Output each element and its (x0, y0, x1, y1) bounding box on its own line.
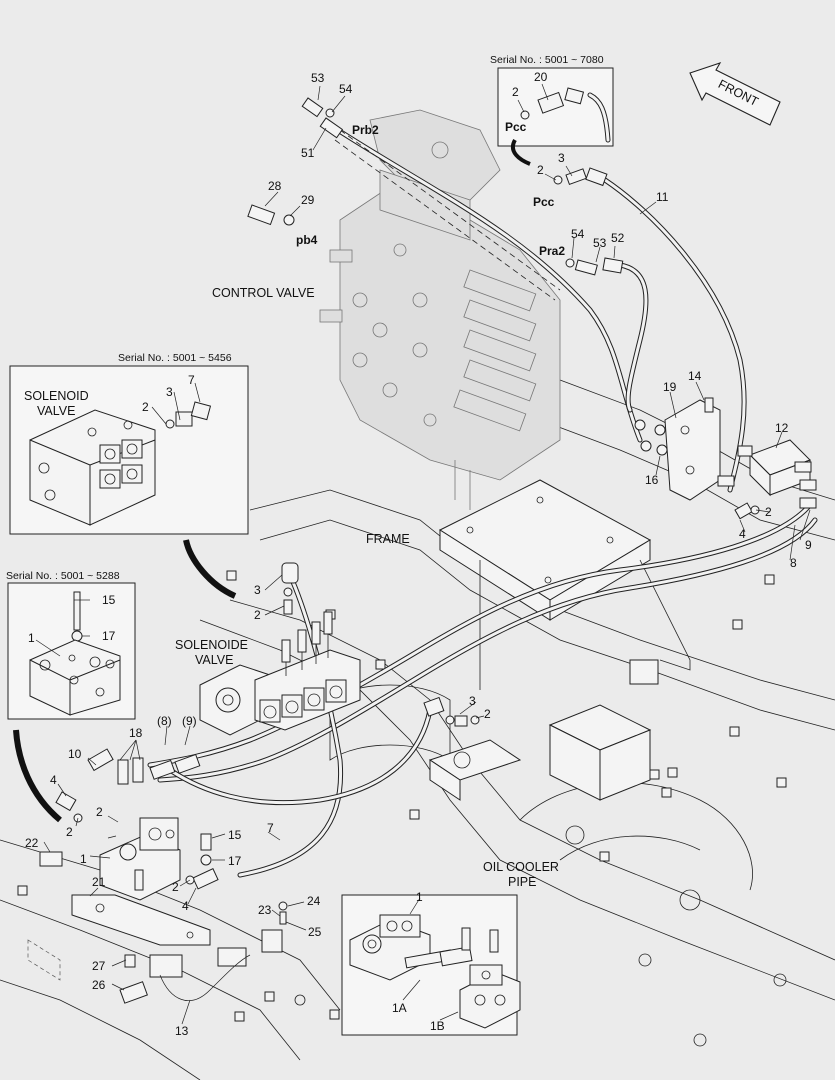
callout-3b: 3 (166, 385, 173, 399)
port-pb4: pb4 (296, 233, 318, 247)
callout-22: 22 (25, 836, 39, 850)
callout-9a: 9 (805, 538, 812, 552)
callout-19: 19 (663, 380, 677, 394)
front-arrow (689, 62, 781, 126)
oil-cooler-title-2: PIPE (508, 875, 537, 889)
port-pcc: Pcc (533, 195, 555, 209)
inset-serial-7080 (497, 67, 614, 166)
callout-2c: 2 (765, 505, 772, 519)
leader-lines (35, 83, 811, 1025)
callout-4b: 4 (50, 773, 57, 787)
serial-note-mid-left: Serial No. : 5001 ~ 5456 (118, 352, 232, 364)
callout-20: 20 (534, 70, 548, 84)
port-pcc-inset: Pcc (505, 120, 527, 134)
callout-26: 26 (92, 978, 106, 992)
callout-3c: 3 (254, 583, 261, 597)
inset-solenoid-detail (341, 894, 521, 1036)
callout-1B: 1B (430, 1019, 445, 1033)
callout-13: 13 (175, 1024, 189, 1038)
callout-4a: 4 (739, 527, 746, 541)
callout-2h: 2 (66, 825, 73, 839)
lower-left-assembly (27, 748, 288, 1004)
callout-2e: 2 (254, 608, 261, 622)
callout-12: 12 (775, 421, 789, 435)
callout-7b: 7 (267, 821, 274, 835)
valve-spools (453, 269, 537, 432)
callout-53b: 53 (593, 236, 607, 250)
solenoide-valve-title-2: VALVE (195, 653, 233, 667)
callout-24: 24 (307, 894, 321, 908)
solenoid-valve-inset-title-2: VALVE (37, 404, 75, 418)
callout-1a: 1 (28, 631, 35, 645)
callout-15a: 15 (102, 593, 116, 607)
callout-8b: (8) (157, 714, 172, 728)
frame-bolts (17, 570, 787, 1022)
callout-8a: 8 (790, 556, 797, 570)
callout-27: 27 (92, 959, 106, 973)
callout-54b: 54 (571, 227, 585, 241)
solenoide-valve-title-1: SOLENOIDE (175, 638, 248, 652)
bracket-assembly (634, 397, 817, 520)
callout-29: 29 (301, 193, 315, 207)
fittings-center (281, 562, 480, 727)
callout-14: 14 (688, 369, 702, 383)
callout-17b: 17 (228, 854, 242, 868)
callout-9b: (9) (182, 714, 197, 728)
callout-21: 21 (92, 875, 106, 889)
callout-2f: 2 (484, 707, 491, 721)
callout-10: 10 (68, 747, 82, 761)
solenoide-valve-assembly (199, 611, 361, 736)
inset-serial-5456 (9, 365, 249, 599)
frame-title: FRAME (366, 532, 410, 546)
callout-2d: 2 (142, 400, 149, 414)
callout-1A: 1A (392, 1001, 407, 1015)
frame-boss (548, 704, 652, 801)
callout-15b: 15 (228, 828, 242, 842)
callout-25: 25 (308, 925, 322, 939)
oil-cooler-title-1: OIL COOLER (483, 860, 559, 874)
callout-18: 18 (129, 726, 143, 740)
fittings-top (247, 97, 624, 276)
labels: CONTROL VALVE FRAME FRONT SOLENOIDE VALV… (6, 54, 812, 1038)
callout-54a: 54 (339, 82, 353, 96)
callout-51: 51 (301, 146, 315, 160)
callout-3a: 3 (558, 151, 565, 165)
callout-53a: 53 (311, 71, 325, 85)
control-valve (319, 109, 561, 510)
solenoid-valve-inset-title-1: SOLENOID (24, 389, 89, 403)
port-prb2: Prb2 (352, 123, 379, 137)
callout-23: 23 (258, 903, 272, 917)
callout-2g: 2 (96, 805, 103, 819)
callout-1c: 1 (416, 890, 423, 904)
port-pra2: Pra2 (539, 244, 565, 258)
serial-note-top-right: Serial No. : 5001 ~ 7080 (490, 54, 604, 66)
callout-7a: 7 (188, 373, 195, 387)
callout-2b: 2 (537, 163, 544, 177)
callout-52: 52 (611, 231, 625, 245)
control-valve-title: CONTROL VALVE (212, 286, 315, 300)
callout-4c: 4 (182, 899, 189, 913)
callout-2i: 2 (172, 880, 179, 894)
callout-11: 11 (656, 190, 669, 204)
callout-17a: 17 (102, 629, 116, 643)
hoses (147, 122, 818, 878)
inset-serial-5288 (7, 582, 136, 823)
serial-note-lower-left: Serial No. : 5001 ~ 5288 (6, 570, 120, 582)
callout-2a: 2 (512, 85, 519, 99)
callout-3d: 3 (469, 694, 476, 708)
callout-28: 28 (268, 179, 282, 193)
callout-1b: 1 (80, 852, 87, 866)
callout-16: 16 (645, 473, 659, 487)
